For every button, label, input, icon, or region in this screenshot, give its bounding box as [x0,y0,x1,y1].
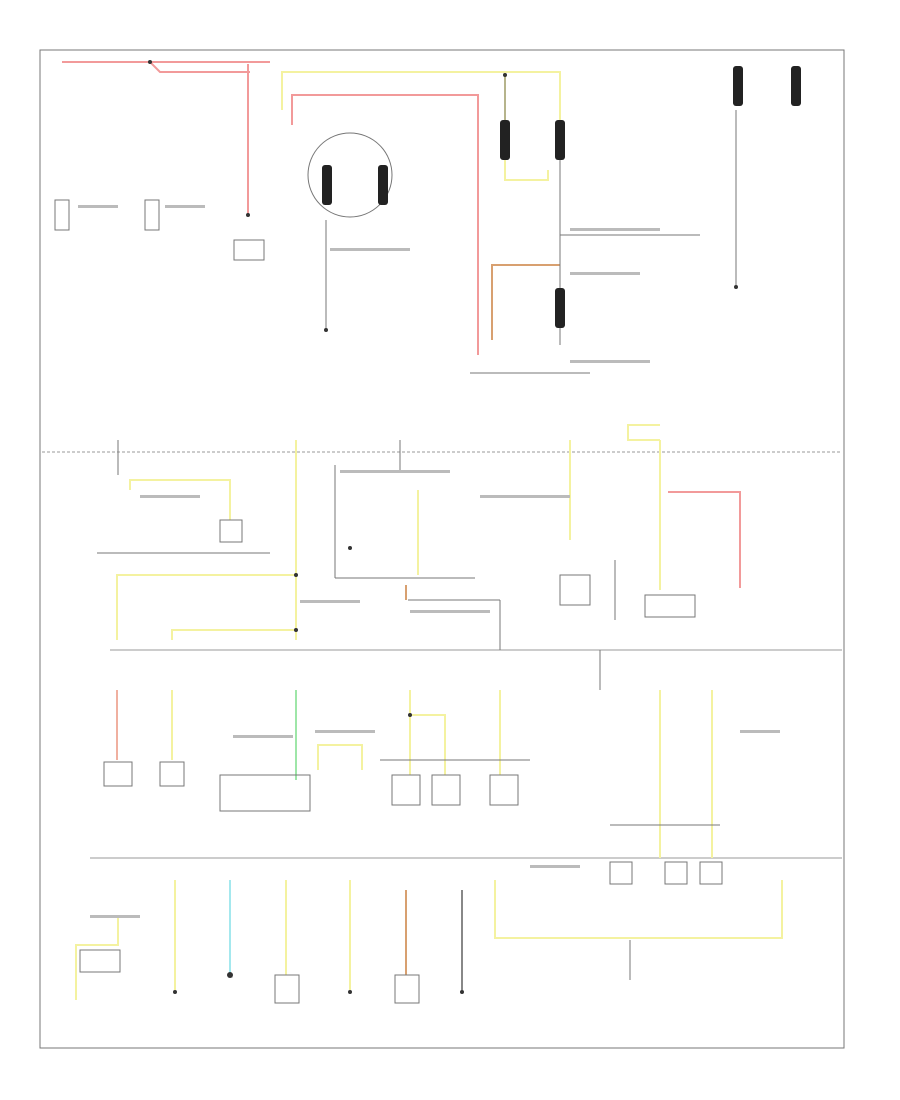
components-top-left [54,199,265,261]
splice-icon [294,628,298,632]
red-wire-path-4 [291,94,479,355]
grounds [173,285,738,994]
fuses-top [322,66,801,328]
ground-icon [460,990,464,994]
annotation-mark [480,495,570,498]
splice-icon [408,713,412,717]
orange-wire-top [491,264,560,340]
yellow-wire-path-13 [410,714,446,775]
fuse-icon [378,165,388,205]
ground-icon [734,285,738,289]
splice-icon [503,73,507,77]
relay-icon [609,861,633,885]
annotation-mark [330,248,410,251]
relay-icon [219,774,311,812]
yellow-wire-path-18 [75,915,119,1000]
relay-icon [219,519,243,543]
annotation-mark [233,735,293,738]
yellow-wire-path-4 [116,574,296,640]
relay-icon [664,861,688,885]
yellow-wire-path-6 [171,629,296,640]
fuse-icon [322,165,332,205]
connector-icon [54,199,70,231]
annotation-mark [90,915,140,918]
splice-icon [294,573,298,577]
ground-icon [173,990,177,994]
annotation-mark [300,600,360,603]
fuse-icon [733,66,743,106]
wires-lower-mid [116,690,713,858]
red-wire-path-1 [62,61,250,73]
red-wire-mid [668,491,741,588]
annotation-mark [740,730,780,733]
thin-lines-top [307,75,737,374]
yellow-wire-path-1 [281,71,561,120]
annotation-marks [78,205,780,918]
yellow-wire-mid [116,424,661,640]
annotation-mark [340,470,450,473]
yellow-wire-path-22 [494,880,783,939]
annotation-mark [570,360,650,363]
connector-icon [274,974,300,1004]
yellow-wire-top [281,71,561,181]
annotation-mark [570,272,640,275]
connector-icon [489,774,519,806]
yellow-wire-path-2 [504,75,549,181]
relay-circle [307,132,393,218]
annotation-mark [315,730,375,733]
annotation-mark [570,228,660,231]
yellow-wire-path-10 [627,424,660,441]
fuse-icon [555,120,565,160]
splice-points [148,60,507,717]
connector-icon [103,761,133,787]
red-wire-top [62,61,479,355]
annotation-mark [530,865,580,868]
connector-icon [431,774,461,806]
connector-icon [233,239,265,261]
yellow-wire-path-5 [129,479,231,520]
boxes-bottom [79,861,723,1004]
annotation-mark [165,205,205,208]
yellow-wire-path-14 [317,744,363,770]
splice-icon [246,213,250,217]
boxes-lower-mid [103,650,720,826]
connector-icon [391,774,421,806]
relay-icon [699,861,723,885]
annotation-mark [140,495,200,498]
ground-icon [348,990,352,994]
annotation-mark [78,205,118,208]
ground-icon [227,972,233,978]
fuse-icon [500,120,510,160]
fuse-icon [555,288,565,328]
thin-lines-mid [97,440,696,650]
fuse-icon [791,66,801,106]
connector-icon [79,949,121,973]
splice-icon [348,546,352,550]
relay-icon [644,594,696,618]
splice-icon [148,60,152,64]
relay-icon [559,574,591,606]
annotation-mark [410,610,490,613]
connector-icon [144,199,160,231]
wires-bottom [75,880,783,1000]
connector-icon [394,974,420,1004]
connector-icon [159,761,185,787]
diagram-frame [39,49,845,1049]
ground-icon [324,328,328,332]
